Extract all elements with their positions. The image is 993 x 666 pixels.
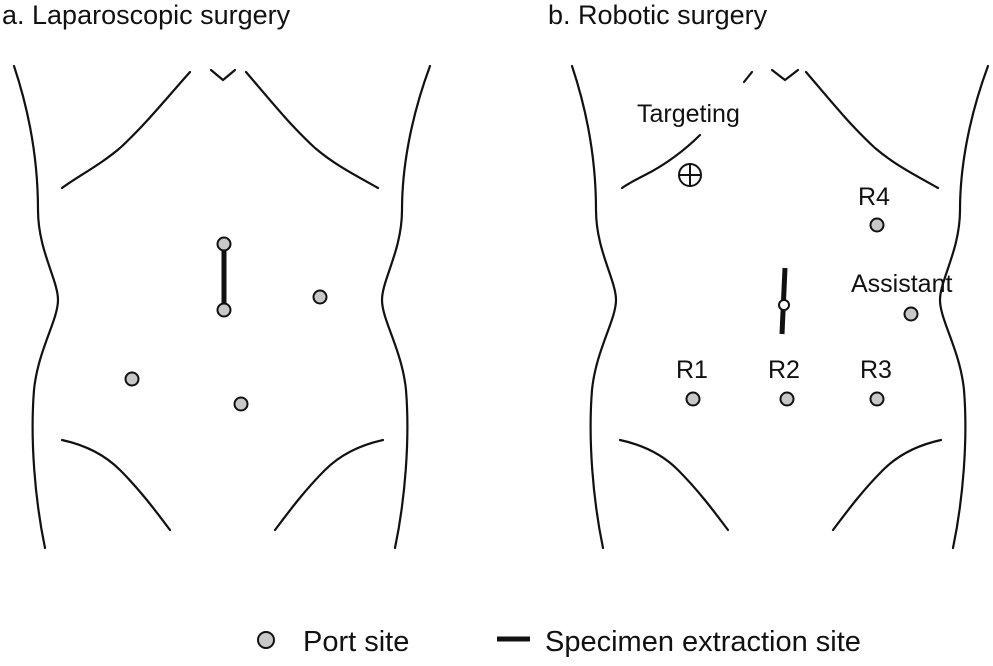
r2-label: R2 — [768, 356, 800, 384]
targeting-label: Targeting — [637, 100, 740, 128]
robotic-torso-outline — [570, 64, 990, 550]
r3-label: R3 — [860, 356, 892, 384]
port-site-r4 — [869, 217, 885, 233]
left-torso-edge — [570, 64, 618, 550]
legend-specimen-extraction-label: Specimen extraction site — [545, 626, 861, 658]
laparoscopic-panel-title: a. Laparoscopic surgery — [2, 0, 291, 30]
legend-port-site-label: Port site — [303, 626, 409, 658]
port-site — [312, 289, 328, 305]
r4-label: R4 — [858, 183, 890, 211]
legend: Port site Specimen extraction site — [257, 626, 861, 658]
left-groin-line — [618, 438, 730, 532]
right-torso-edge — [380, 64, 432, 550]
port-site-r2 — [779, 391, 795, 407]
right-groin-line — [273, 438, 385, 532]
left-torso-edge — [12, 64, 60, 550]
legend-port-site-icon — [257, 631, 275, 649]
camera-port-marker — [778, 299, 790, 311]
neck-notch — [209, 68, 237, 82]
laparoscopic-panel: a. Laparoscopic surgery — [2, 0, 432, 550]
right-torso-edge — [938, 64, 990, 550]
targeting-crosshair-icon — [678, 163, 702, 187]
robotic-panel: b. Robotic surgery Targeting R4 Assistan… — [548, 0, 990, 550]
port-site-assistant — [903, 306, 919, 322]
left-shoulder-clavicle — [60, 70, 192, 190]
left-shoulder-dash — [742, 70, 754, 84]
assistant-label: Assistant — [851, 270, 952, 298]
left-groin-line — [60, 438, 172, 532]
port-site — [216, 236, 232, 252]
port-site — [216, 302, 232, 318]
right-shoulder-clavicle — [804, 70, 940, 190]
port-site-r3 — [869, 391, 885, 407]
laparoscopic-torso-outline — [12, 64, 432, 550]
right-shoulder-clavicle — [244, 70, 380, 190]
r1-label: R1 — [676, 356, 708, 384]
port-site-r1 — [685, 391, 701, 407]
port-site — [124, 371, 140, 387]
neck-notch — [770, 68, 800, 82]
port-site — [233, 396, 249, 412]
robotic-panel-title: b. Robotic surgery — [548, 0, 768, 30]
left-shoulder-clavicle — [620, 133, 702, 190]
right-groin-line — [831, 438, 943, 532]
